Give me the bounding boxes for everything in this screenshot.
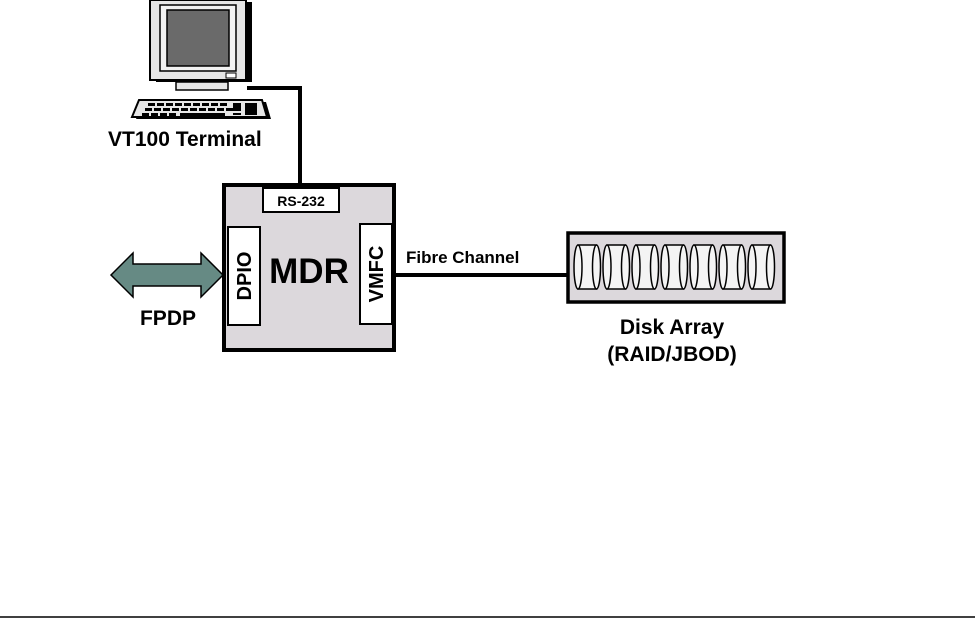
dpio-card bbox=[227, 226, 261, 326]
keyboard-key bbox=[208, 108, 215, 111]
fpdp-label: FPDP bbox=[140, 307, 196, 330]
keyboard-key bbox=[211, 103, 218, 106]
power-button-icon bbox=[225, 72, 237, 79]
disk-array-type-label: (RAID/JBOD) bbox=[607, 343, 737, 366]
mdr-unit: RS-232 DPIO VMFC MDR bbox=[222, 183, 396, 352]
fpdp-arrow-icon bbox=[109, 251, 225, 299]
keyboard-key bbox=[217, 108, 224, 111]
keyboard-key bbox=[190, 108, 197, 111]
monitor-stand bbox=[175, 81, 229, 91]
fpdp-connection: FPDP bbox=[109, 251, 225, 330]
disk-slots bbox=[573, 244, 776, 290]
disk-array: Disk Array (RAID/JBOD) bbox=[566, 231, 786, 366]
keyboard-icon bbox=[130, 99, 271, 119]
keyboard-key bbox=[233, 103, 241, 111]
keyboard-key bbox=[199, 108, 206, 111]
keyboard-key bbox=[184, 103, 191, 106]
keyboard-key bbox=[220, 103, 227, 106]
keyboard-key bbox=[160, 113, 167, 116]
vmfc-label: VMFC bbox=[366, 246, 388, 303]
keyboard-key bbox=[145, 108, 152, 111]
keyboard-key bbox=[142, 113, 149, 116]
disk-drive-icon bbox=[689, 244, 718, 290]
disk-drive-icon bbox=[747, 244, 776, 290]
keyboard-key bbox=[169, 113, 176, 116]
monitor-screen bbox=[166, 9, 230, 67]
disk-drive-icon bbox=[573, 244, 602, 290]
serial-cable bbox=[247, 86, 302, 185]
keyboard-key bbox=[154, 108, 161, 111]
keyboard-key bbox=[157, 103, 164, 106]
keyboard-key bbox=[245, 103, 257, 115]
fibre-channel-link: Fibre Channel bbox=[394, 248, 570, 277]
keyboard-keys bbox=[142, 103, 257, 116]
disk-drive-icon bbox=[718, 244, 747, 290]
keyboard-key bbox=[181, 108, 188, 111]
keyboard-key bbox=[226, 108, 233, 111]
keyboard-key bbox=[180, 113, 225, 116]
rs232-port bbox=[262, 187, 340, 213]
mdr-label: MDR bbox=[269, 252, 349, 291]
keyboard-key bbox=[166, 103, 173, 106]
dpio-label: DPIO bbox=[234, 252, 256, 301]
disk-array-label: Disk Array bbox=[620, 316, 725, 339]
vmfc-card bbox=[359, 223, 393, 325]
disk-drive-icon bbox=[602, 244, 631, 290]
keyboard-key bbox=[202, 103, 209, 106]
terminal-label: VT100 Terminal bbox=[108, 128, 262, 151]
fibre-channel-label: Fibre Channel bbox=[406, 248, 519, 267]
keyboard-key bbox=[163, 108, 170, 111]
keyboard-key bbox=[151, 113, 158, 116]
keyboard-key bbox=[175, 103, 182, 106]
disk-drive-icon bbox=[660, 244, 689, 290]
keyboard-key bbox=[193, 103, 200, 106]
keyboard-key bbox=[172, 108, 179, 111]
keyboard-key bbox=[148, 103, 155, 106]
disk-drive-icon bbox=[631, 244, 660, 290]
vt100-terminal: VT100 Terminal bbox=[108, 0, 271, 151]
rs232-label: RS-232 bbox=[277, 193, 325, 209]
keyboard-key bbox=[233, 113, 241, 115]
